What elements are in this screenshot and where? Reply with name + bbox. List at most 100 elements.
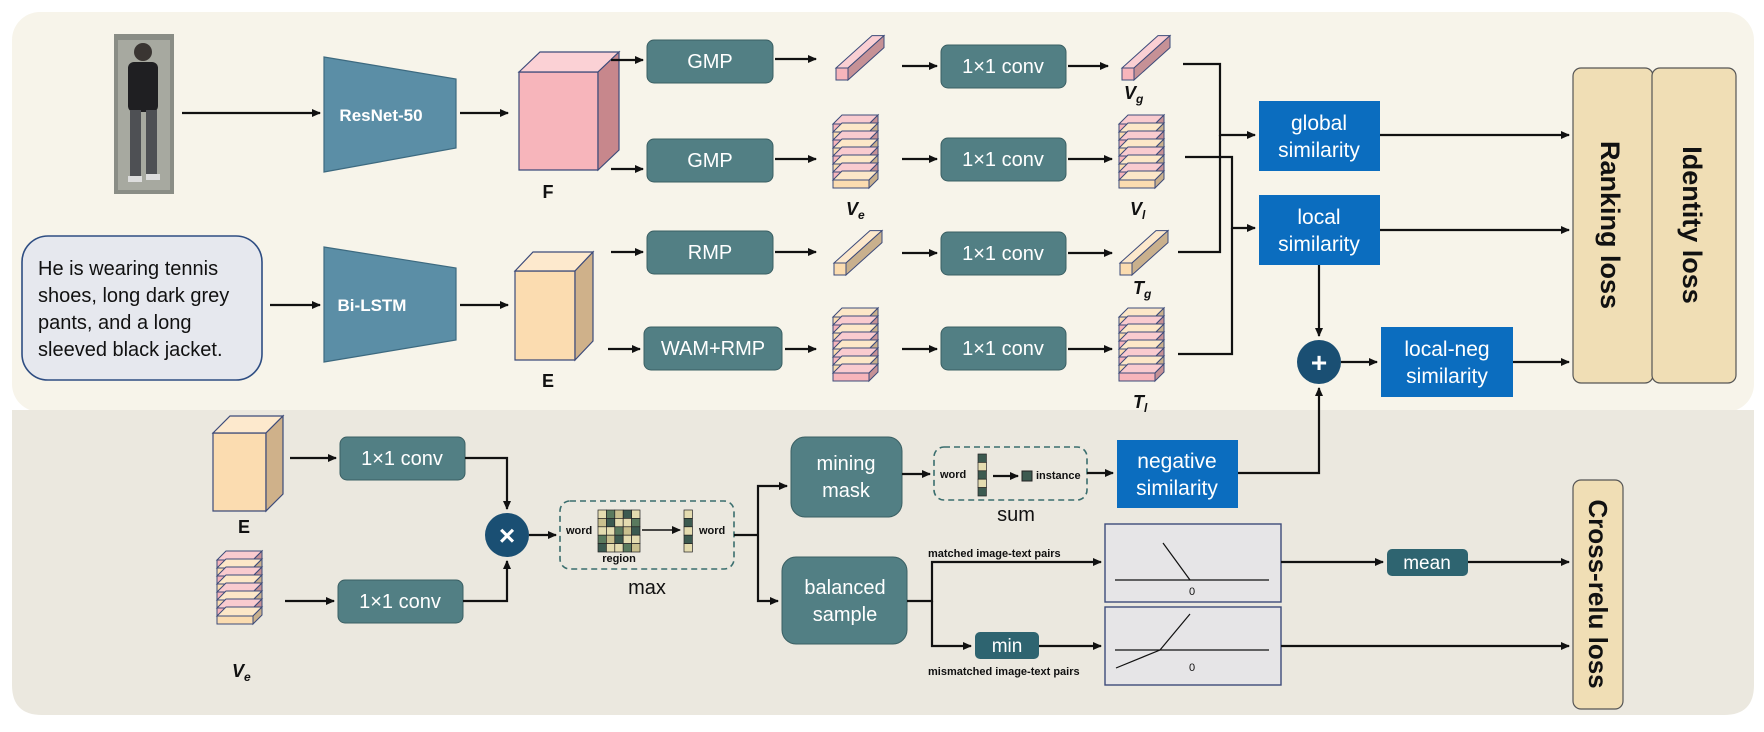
times-symbol: ×	[499, 520, 515, 551]
stack-Ve-slab-7-side	[868, 169, 879, 190]
grid-cell	[606, 509, 616, 519]
grid-cell	[597, 543, 607, 553]
grid-cell	[631, 534, 641, 544]
local-similarity-line-2: similarity	[1278, 233, 1360, 256]
local-similarity-line-1: local	[1297, 206, 1340, 229]
local-neg-similarity-line-2: similarity	[1406, 365, 1488, 388]
grid-cell	[606, 526, 616, 536]
resnet-label: ResNet-50	[339, 106, 422, 125]
grid-cell	[622, 526, 632, 536]
grid-cell	[622, 518, 632, 528]
feature-map-E	[513, 250, 595, 362]
cross-relu-loss-box	[1572, 479, 1624, 710]
gmp-label-2: GMP	[687, 150, 733, 172]
stack-Ve-bottom-slab-7-side	[252, 605, 263, 626]
conv-box-3	[940, 231, 1067, 276]
grid-cell	[614, 509, 624, 519]
mismatched-pairs-label: mismatched image-text pairs	[928, 666, 1080, 678]
conv-label-1: 1×1 conv	[962, 56, 1044, 78]
min-box	[975, 632, 1039, 659]
instance-square	[1021, 470, 1033, 482]
balanced-sample-box	[781, 556, 908, 645]
word-column-cell	[683, 509, 693, 519]
conv-box-4	[940, 326, 1067, 371]
mask-word-label: word	[939, 469, 966, 481]
local-neg-similarity-line-1: local-neg	[1404, 338, 1489, 361]
conv-label-3: 1×1 conv	[962, 243, 1044, 265]
matched-plot-curve	[1162, 542, 1191, 581]
mean-box	[1387, 549, 1468, 576]
sum-label: sum	[997, 504, 1035, 526]
person-image	[114, 34, 174, 194]
conv-label-4: 1×1 conv	[962, 338, 1044, 360]
vector-Vg-front	[1121, 67, 1135, 81]
mask-column-cell	[977, 462, 987, 472]
plus-symbol: +	[1311, 347, 1327, 378]
global-similarity-line-2: similarity	[1278, 139, 1360, 162]
stack-Tl-slab-7	[1118, 372, 1156, 382]
vector-gmp-front	[835, 67, 849, 81]
negative-similarity-box	[1117, 440, 1238, 508]
stack-Ve-slab-7	[832, 179, 870, 189]
feature-map-E-bottom	[211, 414, 285, 513]
local-neg-similarity-box	[1381, 327, 1513, 397]
max-label: max	[628, 577, 666, 599]
vector-rmp-front	[833, 262, 847, 276]
link-Tg-global	[1178, 135, 1222, 254]
mask-column-cell	[977, 487, 987, 497]
similarity-grid	[597, 509, 693, 553]
vector-rmp-side	[845, 229, 883, 277]
stack-Vl-slab-7	[1118, 179, 1156, 189]
min-label: min	[992, 636, 1023, 657]
arrow-negative-plus	[1238, 387, 1323, 475]
arrow-conv5-times	[465, 456, 511, 510]
grid-cell	[597, 509, 607, 519]
vector-Vg-side	[1133, 34, 1171, 82]
global-similarity-line-1: global	[1291, 112, 1347, 135]
label-Vl: Vl	[1130, 199, 1146, 222]
local-similarity-box	[1259, 195, 1380, 265]
grid-cell	[631, 543, 641, 553]
gmp-box-1	[646, 39, 774, 84]
balanced-sample-line-1: balanced	[804, 577, 885, 599]
stack-Ve-bottom-slab-7	[216, 615, 254, 625]
arrow-balanced-matched	[907, 558, 1102, 603]
word-column-cell	[683, 543, 693, 553]
grid-cell	[614, 526, 624, 536]
grid-cell	[614, 518, 624, 528]
link-Tl-local	[1178, 228, 1234, 356]
grid-cell	[597, 526, 607, 536]
label-Ve-top: Ve	[846, 199, 865, 222]
matrix-region-label: region	[602, 553, 636, 565]
arrow-split-balanced	[756, 535, 779, 605]
grid-cell	[631, 509, 641, 519]
conv-box-2	[940, 137, 1067, 182]
bilstm-label: Bi-LSTM	[338, 296, 407, 315]
label-F: F	[543, 182, 554, 202]
mask-instance-label: instance	[1036, 470, 1081, 482]
word-column-cell	[683, 518, 693, 528]
matrix-word-left: word	[565, 525, 592, 537]
grid-cell	[631, 526, 641, 536]
grid-cell	[606, 534, 616, 544]
grid-cell	[622, 509, 632, 519]
relu-plot-mismatched	[1104, 606, 1282, 686]
caption-line-1: He is wearing tennis	[38, 258, 218, 280]
feature-map-F	[517, 50, 621, 172]
grid-cell	[622, 543, 632, 553]
relu-plot-matched	[1104, 523, 1282, 603]
word-column-cell	[683, 534, 693, 544]
mining-mask-line-2: mask	[822, 480, 871, 502]
arrow-conv6-times	[463, 560, 511, 603]
ranking-loss-label: Ranking loss	[1595, 141, 1625, 309]
mismatched-plot-zero: 0	[1189, 662, 1195, 674]
matched-plot-zero: 0	[1189, 586, 1195, 598]
identity-loss-label: Identity loss	[1677, 146, 1707, 304]
mask-column-cell	[977, 478, 987, 488]
grid-cell	[597, 518, 607, 528]
conv-box-1	[940, 44, 1067, 89]
arrow-split-mining	[756, 482, 788, 535]
negative-similarity-line-2: similarity	[1136, 477, 1218, 500]
